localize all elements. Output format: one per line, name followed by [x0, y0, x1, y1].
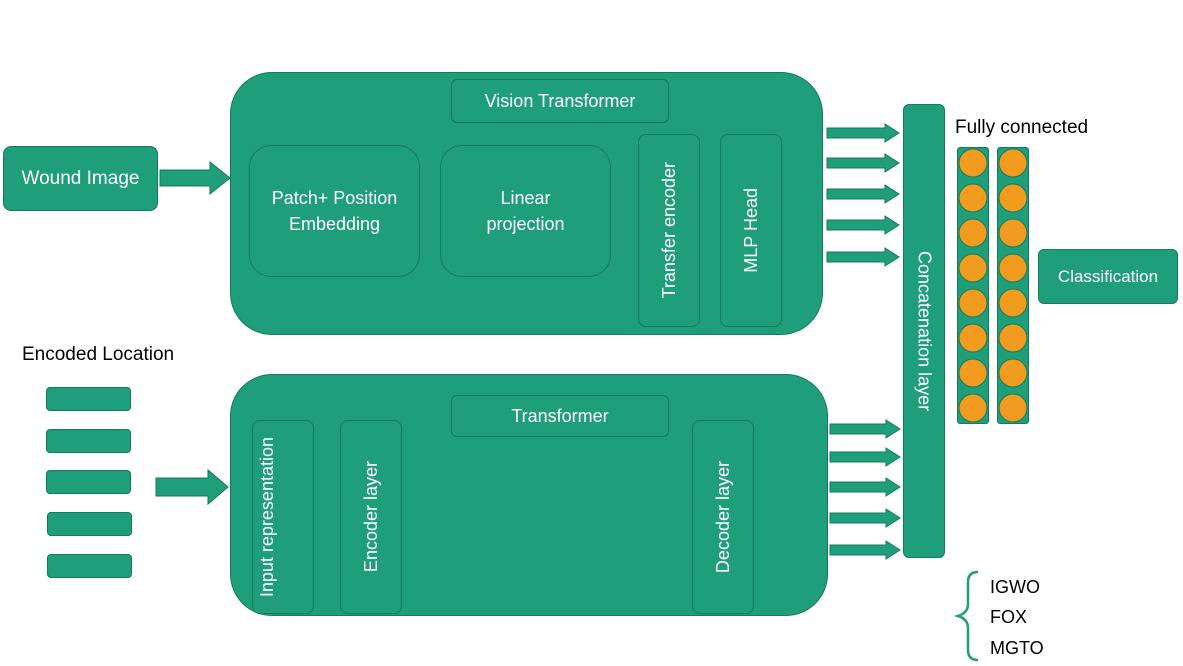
linear-projection-text: Linear projection — [486, 187, 565, 234]
patch-embedding-text: Patch+ Position Embedding — [271, 187, 398, 234]
wound-image-label: Wound Image — [21, 167, 140, 189]
classification-box: Classification — [1038, 249, 1178, 304]
fc-neuron — [998, 183, 1028, 213]
fc-neuron — [958, 148, 988, 178]
fc-neuron — [998, 323, 1028, 353]
arrow-vit-to-concat — [826, 184, 900, 204]
fc-neuron — [958, 183, 988, 213]
optimizer-item: FOX — [990, 607, 1028, 627]
fc-neuron — [998, 253, 1028, 283]
input-representation-box: Input representation — [252, 420, 314, 614]
patch-embedding-box: Patch+ Position Embedding — [249, 145, 420, 277]
fc-neuron — [998, 393, 1028, 423]
arrow-transformer-to-concat — [829, 447, 901, 467]
optimizer-item: MGTO — [990, 638, 1044, 658]
fully-connected-label: Fully connected — [955, 117, 1089, 138]
location-bar — [46, 387, 131, 411]
arrow-transformer-to-concat — [829, 477, 901, 497]
transformer-title-text: Transformer — [511, 405, 609, 426]
wound-image-box: Wound Image — [3, 146, 158, 211]
arrow-transformer-to-concat — [829, 419, 901, 439]
linear-projection-box: Linear projection — [440, 145, 611, 277]
concatenation-layer-text: Concatenation layer — [914, 250, 935, 412]
fc-neuron — [998, 288, 1028, 318]
fc-neuron — [998, 148, 1028, 178]
fc-neuron — [958, 288, 988, 318]
vision-transformer-title-text: Vision Transformer — [484, 90, 636, 111]
arrow-transformer-to-concat — [829, 540, 901, 560]
fc-neuron — [998, 218, 1028, 248]
location-bar — [47, 554, 132, 578]
fc-neuron — [958, 393, 988, 423]
mlp-head-box: MLP Head — [720, 134, 782, 327]
fc-neuron — [958, 218, 988, 248]
encoded-location-label: Encoded Location — [22, 344, 175, 365]
decoder-layer-box: Decoder layer — [692, 420, 754, 614]
fc-neuron — [958, 253, 988, 283]
fc-neuron — [958, 358, 988, 388]
classification-text: Classification — [1057, 266, 1159, 286]
arrow-wound-to-vit — [159, 160, 231, 196]
neuron-group — [958, 148, 1028, 423]
arrow-transformer-to-concat — [829, 508, 901, 528]
concatenation-layer-box: Concatenation layer — [903, 104, 945, 558]
transfer-encoder-box: Transfer encoder — [638, 134, 700, 327]
vision-transformer-title: Vision Transformer — [451, 79, 669, 123]
arrow-vit-to-concat — [826, 153, 900, 173]
location-bar — [46, 470, 131, 494]
arrow-location-to-transformer — [155, 468, 229, 506]
arrow-vit-to-concat — [826, 215, 900, 235]
encoder-layer-box: Encoder layer — [340, 420, 402, 614]
optimizer-brace — [953, 570, 979, 662]
fc-neuron — [998, 358, 1028, 388]
arrow-vit-to-concat — [826, 123, 900, 143]
arrow-vit-to-concat — [826, 247, 900, 267]
location-bar — [47, 512, 132, 536]
optimizer-item: IGWO — [990, 577, 1040, 597]
fc-neuron — [958, 323, 988, 353]
location-bar — [46, 429, 131, 453]
transformer-title: Transformer — [451, 395, 669, 437]
